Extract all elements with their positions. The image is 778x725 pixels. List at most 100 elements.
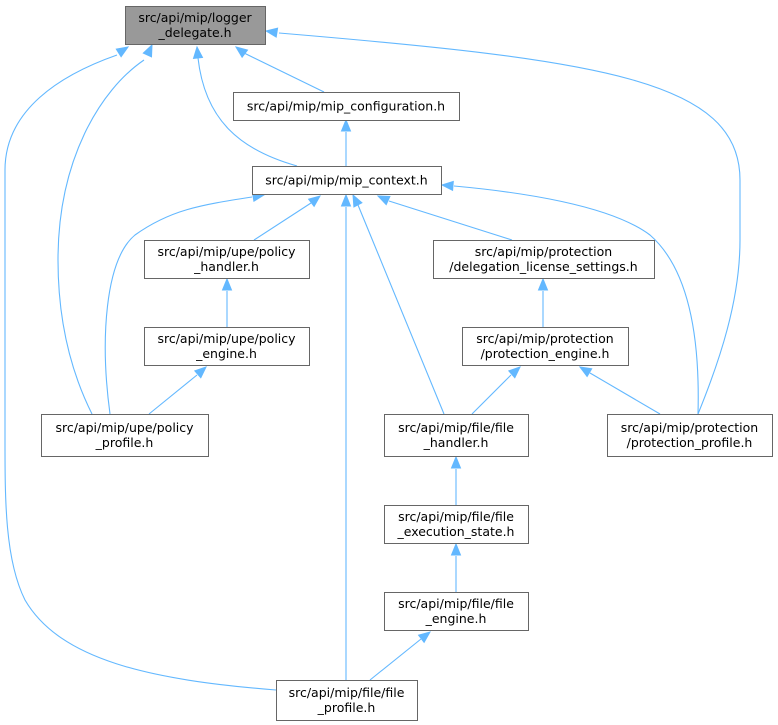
- edge-mip-configuration-to-logger-delegate: [234, 46, 325, 93]
- edge-file-execution-state-to-file-handler: [450, 455, 462, 505]
- node-file-execution-state[interactable]: src/api/mip/file/file_execution_state.h: [384, 505, 529, 544]
- arrowhead: [142, 43, 153, 58]
- edge-file-profile-to-file-engine: [369, 631, 432, 681]
- node-file-profile[interactable]: src/api/mip/file/file_profile.h: [276, 680, 418, 721]
- edge-mip-context-to-logger-delegate: [192, 45, 298, 167]
- node-label-line: src/api/mip/logger: [138, 10, 252, 25]
- edge-file-profile-to-logger-delegate: [4, 46, 277, 691]
- node-box: [144, 240, 310, 279]
- edge-policy-engine-to-policy-handler: [221, 277, 233, 327]
- node-label-line: /protection_engine.h: [481, 346, 610, 361]
- node-label-line: /delegation_license_settings.h: [449, 259, 637, 274]
- node-label-line: src/api/mip/file/file: [289, 685, 405, 700]
- node-box: [384, 505, 529, 544]
- node-box: [276, 680, 418, 721]
- edge-protection-profile-to-protection-engine: [578, 366, 661, 415]
- node-label-line: _delegate.h: [157, 25, 231, 40]
- node-mip-context[interactable]: src/api/mip/mip_context.h: [252, 166, 442, 195]
- node-mip-configuration[interactable]: src/api/mip/mip_configuration.h: [233, 92, 460, 121]
- node-label-line: src/api/mip/mip_context.h: [265, 173, 427, 188]
- edge-line: [357, 204, 445, 415]
- node-label-line: src/api/mip/file/file: [398, 596, 514, 611]
- node-label-line: src/api/mip/upe/policy: [157, 244, 296, 259]
- node-protection-profile[interactable]: src/api/mip/protection/protection_profil…: [607, 414, 773, 457]
- node-label-line: src/api/mip/protection: [475, 244, 612, 259]
- edge-mip-context-to-mip-configuration: [340, 118, 352, 166]
- node-box: [433, 240, 655, 279]
- edge-line: [57, 59, 145, 415]
- node-file-engine[interactable]: src/api/mip/file/file_engine.h: [384, 592, 529, 631]
- arrowhead: [192, 45, 204, 59]
- node-policy-handler[interactable]: src/api/mip/upe/policy_handler.h: [144, 240, 310, 279]
- node-label-line: src/api/mip/file/file: [398, 509, 514, 524]
- node-policy-profile[interactable]: src/api/mip/upe/policy_profile.h: [41, 414, 209, 457]
- nodes-layer: src/api/mip/logger_delegate.hsrc/api/mip…: [41, 6, 773, 721]
- edge-protection-engine-to-delegation-license-settings: [537, 277, 549, 327]
- edge-line: [197, 57, 298, 167]
- node-label-line: /protection_profile.h: [627, 435, 753, 450]
- arrowhead: [417, 631, 432, 644]
- edge-file-profile-to-mip-context: [340, 193, 352, 680]
- node-label-line: src/api/mip/upe/policy: [55, 420, 194, 435]
- edge-line: [241, 51, 325, 93]
- edge-line: [589, 372, 661, 415]
- node-box: [607, 414, 773, 457]
- node-box: [41, 414, 209, 457]
- node-label-line: src/api/mip/upe/policy: [157, 331, 296, 346]
- edge-line: [278, 32, 741, 415]
- node-label-line: src/api/mip/protection: [621, 420, 758, 435]
- arrowhead: [578, 366, 593, 378]
- edge-delegation-license-settings-to-mip-context: [376, 195, 513, 241]
- edge-line: [148, 374, 198, 415]
- arrowhead: [221, 277, 233, 291]
- node-box: [462, 327, 629, 366]
- node-box: [384, 592, 529, 631]
- arrowhead: [376, 195, 391, 206]
- node-label-line: _handler.h: [193, 259, 259, 274]
- node-box: [384, 414, 529, 457]
- node-delegation-license-settings[interactable]: src/api/mip/protection/delegation_licens…: [433, 240, 655, 279]
- edge-protection-profile-to-mip-context: [440, 180, 699, 415]
- node-label-line: src/api/mip/mip_configuration.h: [247, 99, 445, 114]
- arrowhead: [440, 180, 454, 192]
- edge-policy-profile-to-mip-context: [104, 191, 266, 415]
- arrowhead: [507, 366, 521, 379]
- node-label-line: src/api/mip/protection: [476, 331, 613, 346]
- edge-line: [471, 374, 512, 415]
- node-file-handler[interactable]: src/api/mip/file/file_handler.h: [384, 414, 529, 457]
- edge-line: [4, 54, 277, 691]
- edge-policy-handler-to-mip-context: [253, 195, 322, 241]
- edge-file-engine-to-file-execution-state: [450, 542, 462, 592]
- arrowhead: [193, 366, 207, 379]
- edge-line: [453, 185, 699, 415]
- edge-line: [253, 202, 312, 241]
- arrowhead: [537, 277, 549, 291]
- arrowhead: [340, 193, 352, 207]
- edge-line: [388, 200, 513, 241]
- node-label-line: _profile.h: [317, 700, 376, 715]
- edge-line: [104, 196, 253, 415]
- arrowhead: [115, 46, 130, 58]
- node-box: [125, 6, 266, 45]
- arrowhead: [352, 193, 363, 208]
- edge-policy-profile-to-logger-delegate: [57, 43, 153, 415]
- node-logger-delegate: src/api/mip/logger_delegate.h: [125, 6, 266, 45]
- node-protection-engine[interactable]: src/api/mip/protection/protection_engine…: [462, 327, 629, 366]
- node-label-line: _execution_state.h: [397, 524, 515, 539]
- node-label-line: _engine.h: [425, 611, 487, 626]
- arrowhead: [340, 118, 352, 132]
- edges-layer: [4, 27, 741, 691]
- edge-line: [369, 638, 422, 681]
- node-policy-engine[interactable]: src/api/mip/upe/policy_engine.h: [144, 327, 310, 366]
- edge-protection-profile-to-logger-delegate: [264, 27, 741, 415]
- node-label-line: _handler.h: [423, 435, 489, 450]
- node-box: [233, 92, 460, 121]
- node-label-line: _profile.h: [95, 435, 154, 450]
- edge-file-handler-to-protection-engine: [471, 366, 521, 415]
- node-box: [144, 327, 310, 366]
- arrowhead: [450, 542, 462, 556]
- arrowhead: [264, 27, 279, 38]
- arrowhead: [450, 455, 462, 469]
- arrowhead: [307, 195, 322, 208]
